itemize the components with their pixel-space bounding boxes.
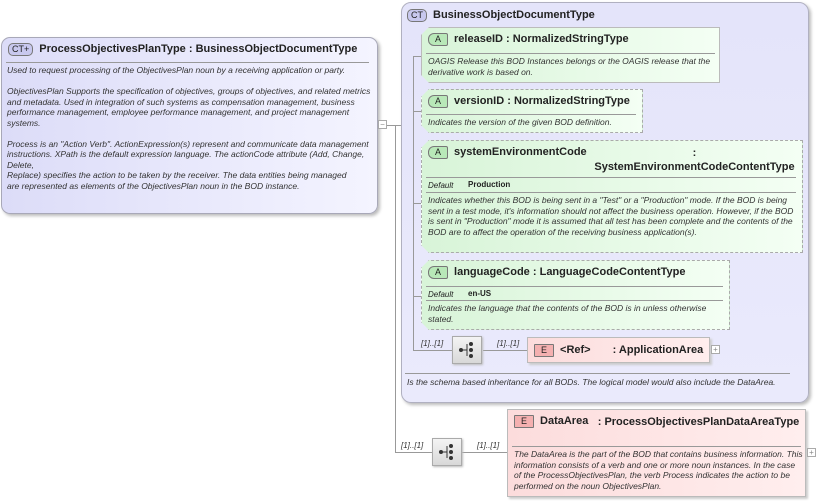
multiplicity: [1]..[1] (421, 339, 444, 348)
connector (395, 452, 432, 453)
base-type: : BusinessObjectDocumentType (188, 43, 358, 55)
attribute-description: Indicates whether this BOD is being sent… (428, 195, 794, 237)
element-icon: E (514, 415, 535, 428)
element-name: DataArea (540, 415, 589, 427)
type-description: Used to request processing of the Object… (7, 65, 371, 191)
multiplicity: [1]..[1] (401, 441, 424, 450)
attribute-description: Indicates the version of the given BOD d… (428, 117, 612, 127)
attribute-name: systemEnvironmentCode (454, 146, 587, 158)
attribute-description: Indicates the language that the contents… (428, 303, 707, 324)
attribute-type: : NormalizedStringType (506, 33, 629, 45)
type-description: Is the schema based inheritance for all … (407, 377, 776, 387)
default-value: en-US (468, 289, 492, 298)
attribute-icon: A (428, 95, 448, 108)
multiplicity: [1]..[1] (497, 339, 520, 348)
sequence-icon[interactable] (432, 438, 462, 466)
default-value: Production (468, 180, 511, 189)
complex-type-extension-icon: CT+ (8, 43, 34, 56)
complex-type-icon: CT (407, 9, 427, 22)
type-name: BusinessObjectDocumentType (433, 9, 595, 21)
element-data-area[interactable]: E DataArea : ProcessObjectivesPlanDataAre… (507, 409, 806, 497)
connector (395, 125, 402, 126)
sequence-icon[interactable] (452, 336, 482, 364)
element-application-area[interactable]: E <Ref> : ApplicationArea (527, 337, 710, 363)
connector (387, 125, 396, 126)
attribute-type: : SystemEnvironmentCodeContentType (594, 147, 795, 173)
attribute-type: : LanguageCodeContentType (532, 266, 686, 278)
multiplicity: [1]..[1] (477, 441, 500, 450)
expand-button[interactable]: + (807, 448, 816, 457)
attribute-icon: A (428, 146, 448, 159)
default-label: Default (428, 181, 454, 190)
connector (462, 452, 507, 453)
attribute-icon: A (428, 266, 448, 279)
attribute-name: versionID (454, 95, 505, 107)
default-label: Default (428, 290, 454, 299)
element-ref: <Ref> (560, 344, 591, 356)
attribute-icon: A (428, 33, 448, 46)
expand-button[interactable]: + (711, 345, 720, 354)
attribute-description: OAGIS Release this BOD Instances belongs… (428, 56, 711, 77)
attribute-name: languageCode (454, 266, 530, 278)
attribute-type: : NormalizedStringType (507, 95, 630, 107)
element-type: : ApplicationArea (612, 344, 704, 356)
type-name: ProcessObjectivesPlanType (39, 43, 186, 55)
element-type: : ProcessObjectivesPlanDataAreaType (597, 416, 800, 428)
connector (395, 125, 396, 453)
attribute-name: releaseID (454, 33, 503, 45)
root-complex-type[interactable]: CT+ ProcessObjectivesPlanType : BusinessO… (1, 37, 378, 214)
element-icon: E (534, 344, 555, 357)
element-description: The DataArea is the part of the BOD that… (514, 449, 803, 491)
collapse-button[interactable]: − (378, 120, 387, 129)
